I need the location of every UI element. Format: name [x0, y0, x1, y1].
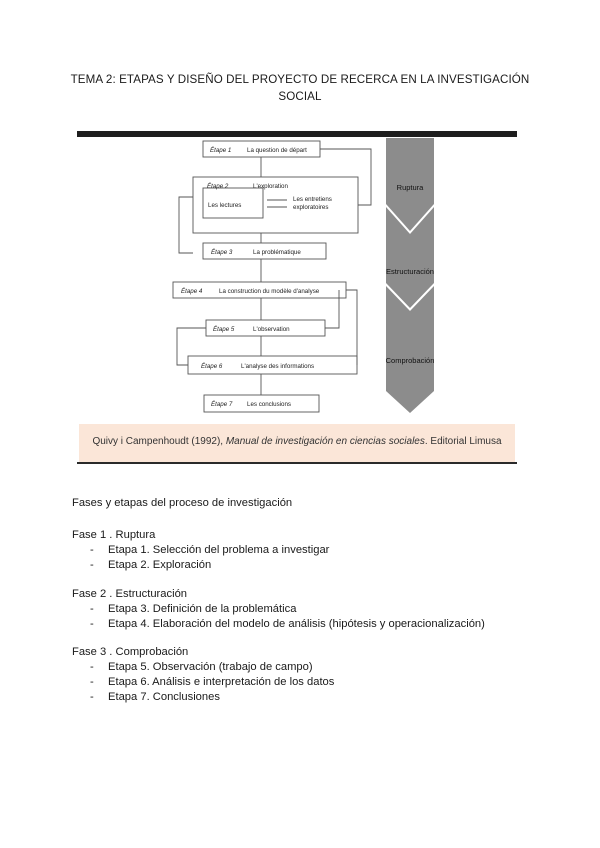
dash-bullet: -	[90, 559, 94, 571]
step-text: Etapa 5. Observación (trabajo de campo)	[108, 661, 313, 673]
stage-4-text: La construction du modèle d'analyse	[219, 288, 320, 295]
stage-4-label: Étape 4	[181, 288, 203, 295]
phase-chevron-2	[386, 207, 434, 308]
stage-3-label: Étape 3	[211, 249, 233, 256]
phase-label-comprobacion: Comprobación	[386, 356, 435, 365]
phase-label-ruptura: Ruptura	[397, 183, 425, 192]
dash-bullet: -	[90, 691, 94, 703]
phase-label-estructuracion: Estructuración	[386, 267, 434, 276]
step-text: Etapa 1. Selección del problema a invest…	[108, 544, 330, 556]
top-rule	[77, 131, 517, 137]
step-text: Etapa 2. Exploración	[108, 559, 212, 571]
stage-3-text: La problématique	[253, 249, 301, 256]
stage-2-label: Étape 2	[207, 183, 229, 190]
stage-5-text: L'observation	[253, 326, 290, 333]
stage-6-label: Étape 6	[201, 363, 223, 370]
stage-3-box	[202, 242, 327, 260]
list-item: - Etapa 3. Definición de la problemática	[72, 602, 485, 617]
dash-bullet: -	[90, 603, 94, 615]
step-text: Etapa 7. Conclusiones	[108, 691, 220, 703]
stage-1-label: Étape 1	[210, 147, 231, 154]
dash-bullet: -	[90, 544, 94, 556]
phase-3-title: Fase 3 . Comprobación	[72, 646, 189, 658]
phase-column: Ruptura Estructuración Comprobación	[386, 138, 435, 413]
list-item: - Etapa 5. Observación (trabajo de campo)	[72, 660, 334, 675]
source-caption-band: Quivy i Campenhoudt (1992), Manual de in…	[79, 424, 515, 462]
phase-1-block: Fase 1 . Ruptura - Etapa 1. Selección del…	[72, 528, 329, 573]
inner-entretiens-line-2: exploratoires	[293, 204, 328, 211]
caption-publisher: . Editorial Limusa	[424, 436, 502, 447]
step-text: Etapa 6. Análisis e interpretación de lo…	[108, 676, 335, 688]
list-item: - Etapa 4. Elaboración del modelo de anál…	[72, 617, 485, 632]
research-stages-diagram: Ruptura Estructuración Comprobación	[77, 131, 517, 464]
source-caption: Quivy i Campenhoudt (1992), Manual de in…	[79, 436, 515, 447]
stage-7-box	[203, 394, 320, 413]
stage-6-text: L'analyse des informations	[241, 363, 314, 370]
document-title-line-1: TEMA 2: ETAPAS Y DISEÑO DEL PROYECTO DE …	[70, 73, 530, 86]
dash-bullet: -	[90, 618, 94, 630]
list-item: - Etapa 1. Selección del problema a inves…	[72, 543, 329, 558]
list-item: - Etapa 7. Conclusiones	[72, 690, 334, 705]
section-intro: Fases y etapas del proceso de investigac…	[72, 497, 293, 509]
phase-3-block: Fase 3 . Comprobación - Etapa 5. Observac…	[72, 645, 334, 705]
stage-2-text: L'exploration	[253, 183, 288, 190]
caption-authors: Quivy i Campenhoudt (1992),	[92, 436, 224, 447]
phase-2-title: Fase 2 . Estructuración	[72, 588, 188, 600]
step-text: Etapa 4. Elaboración del modelo de análi…	[108, 618, 485, 630]
document-title: TEMA 2: ETAPAS Y DISEÑO DEL PROYECTO DE …	[70, 71, 530, 105]
list-item: - Etapa 6. Análisis e interpretación de l…	[72, 675, 334, 690]
dash-bullet: -	[90, 661, 94, 673]
dash-bullet: -	[90, 676, 94, 688]
phase-1-title: Fase 1 . Ruptura	[72, 529, 156, 541]
stage-1-text: La question de départ	[247, 147, 307, 154]
list-item: - Etapa 2. Exploración	[72, 558, 329, 573]
bottom-rule	[77, 462, 517, 464]
phase-chevron-1	[386, 138, 434, 231]
caption-book-title: Manual de investigación en ciencias soci…	[225, 436, 425, 447]
stage-7-label: Étape 7	[211, 401, 233, 408]
phase-2-block: Fase 2 . Estructuración - Etapa 3. Defini…	[72, 587, 485, 632]
inner-entretiens-line-1: Les entretiens	[293, 196, 332, 203]
document-title-line-2: SOCIAL	[278, 90, 322, 103]
stage-7-text: Les conclusions	[247, 401, 291, 408]
stage-5-label: Étape 5	[213, 326, 235, 333]
phase-chevron-3	[386, 286, 434, 413]
research-stages-figure: Ruptura Estructuración Comprobación	[77, 131, 517, 465]
inner-lectures-text: Les lectures	[208, 202, 241, 209]
inner-lectures-box	[202, 187, 264, 219]
step-text: Etapa 3. Definición de la problemática	[108, 603, 297, 615]
